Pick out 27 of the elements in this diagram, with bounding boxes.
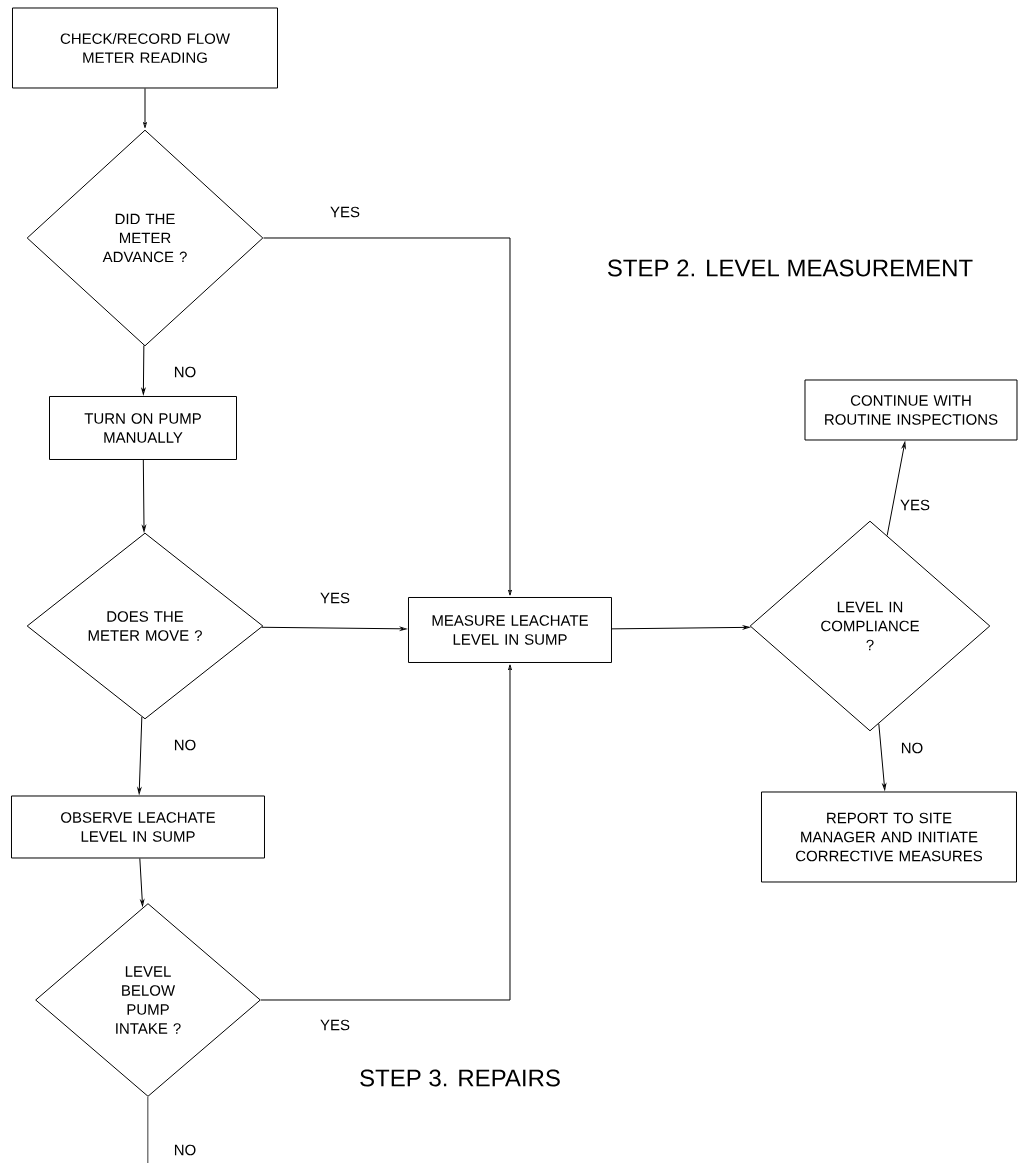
arrow (137, 716, 143, 795)
process-box: OBSERVE LEACHATE LEVEL IN SUMP (11, 795, 265, 859)
process-box: CONTINUE WITH ROUTINE INSPECTIONS (804, 379, 1018, 441)
arrow (143, 88, 147, 129)
arrow (142, 459, 146, 532)
arrow (261, 626, 407, 631)
arrow (878, 723, 887, 791)
edge-label: NO (172, 738, 198, 752)
edge-label: NO (172, 365, 198, 379)
edge-label: NO (899, 741, 925, 755)
edge-label: YES (329, 205, 361, 219)
arrow (141, 344, 146, 395)
arrow (886, 441, 906, 536)
section-heading: STEP 2. LEVEL MEASUREMENT (607, 259, 973, 277)
process-box: REPORT TO SITE MANAGER AND INITIATE CORRECTIVE MEASURES (761, 791, 1017, 883)
edge-label: YES (319, 591, 351, 605)
section-heading: STEP 3. REPAIRS (360, 1069, 560, 1087)
edge-label: YES (319, 1018, 351, 1032)
process-box: MEASURE LEACHATE LEVEL IN SUMP (408, 597, 612, 663)
edge-label: NO (172, 1143, 198, 1157)
arrow (611, 625, 750, 630)
edge-label: YES (899, 498, 931, 512)
process-box: TURN ON PUMP MANUALLY (49, 396, 237, 460)
process-box: CHECK/RECORD FLOW METER READING (12, 7, 278, 89)
arrow (263, 237, 512, 596)
arrow (139, 858, 145, 907)
arrow (260, 664, 512, 1001)
